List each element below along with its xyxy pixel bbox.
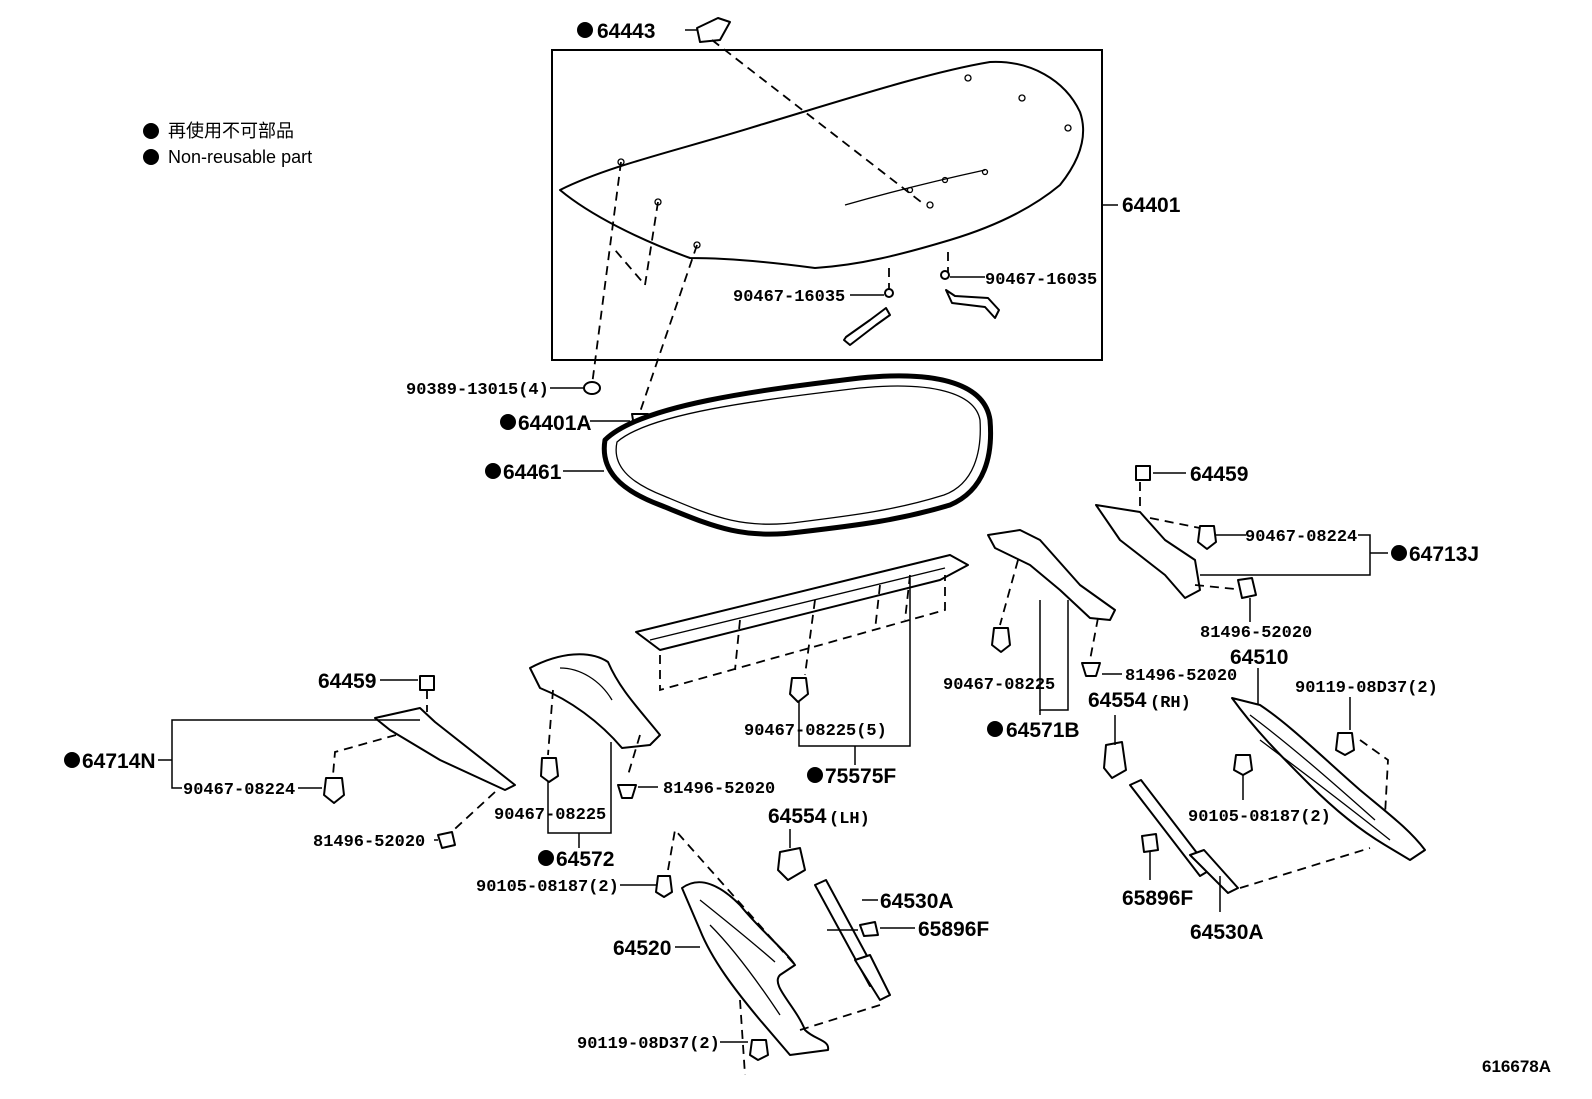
label-90467-16035-a: 90467-16035 [733,288,845,307]
non-reusable-dot-icon [500,414,516,430]
label-90119-08D37-rh: 90119-08D37(2) [1295,679,1438,698]
label-81496-52020-lh: 81496-52020 [313,833,425,852]
label-81496-52020-rh: 81496-52020 [1200,624,1312,643]
trunk-lid-panel [559,60,1084,269]
label-64554-rh: 64554 [1088,689,1147,712]
bracket-64572 [529,653,661,799]
emblem-part-64443 [696,17,731,43]
label-65896F-rh: 65896F [1122,887,1193,910]
label-81496-52020-center: 81496-52020 [663,780,775,799]
label-90389-13015: 90389-13015(4) [406,381,549,400]
label-64572: 64572 [556,848,614,871]
hinge-arm-left [843,268,894,346]
non-reusable-dot-icon [807,767,823,783]
label-64554-rh-suffix: (RH) [1150,694,1191,713]
label-90467-08225-lh: 90467-08225 [494,806,606,825]
weatherstrip-64461 [601,373,994,537]
hinge-64510 [1231,697,1426,889]
label-81496-52020-mid: 81496-52020 [1125,667,1237,686]
label-64554-lh: 64554 [768,805,827,828]
label-64571B: 64571B [1006,719,1080,742]
non-reusable-dot-icon [987,721,1003,737]
label-90105-08187-lh: 90105-08187(2) [476,878,619,897]
leader-lines [158,29,1388,1043]
legend-japanese: 再使用不可部品 [168,121,294,141]
label-64554-lh-suffix: (LH) [829,810,870,829]
panel-64714N [323,675,516,849]
strut-64530A-rh [1103,741,1239,894]
rail-75575F [635,554,969,703]
non-reusable-dot-icon [143,149,159,165]
non-reusable-dot-icon [64,752,80,768]
label-64401: 64401 [1122,194,1181,217]
non-reusable-dot-icon [577,22,593,38]
hinge-64520 [655,828,881,1076]
label-64714N: 64714N [82,750,156,773]
diagram-reference-number: 616678A [1482,1057,1551,1076]
non-reusable-dot-icon [1391,545,1407,561]
panel-64713J [1095,465,1257,599]
label-90467-16035-b: 90467-16035 [985,271,1097,290]
label-90467-08225-5: 90467-08225(5) [744,722,887,741]
label-64459-rh: 64459 [1190,463,1248,486]
label-65896F-lh: 65896F [918,918,989,941]
label-64401A: 64401A [518,412,592,435]
label-75575F: 75575F [825,765,896,788]
legend-english: Non-reusable part [168,147,312,167]
non-reusable-dot-icon [485,463,501,479]
label-90105-08187-rh: 90105-08187(2) [1188,808,1331,827]
label-90467-08225-mid: 90467-08225 [943,676,1055,695]
bracket-64571B [987,529,1116,677]
label-90467-08224-rh: 90467-08224 [1245,528,1357,547]
label-64713J: 64713J [1409,543,1479,566]
label-64530A-lh: 64530A [880,890,954,913]
label-90467-08224-lh: 90467-08224 [183,781,295,800]
label-64443: 64443 [597,20,655,43]
label-64510: 64510 [1230,646,1288,669]
strut-64530A-lh [777,847,891,1001]
hinge-arm-right [940,252,1000,319]
label-64459-lh: 64459 [318,670,376,693]
non-reusable-dot-icon [143,123,159,139]
label-90119-08D37-lh: 90119-08D37(2) [577,1035,720,1054]
legend: 再使用不可部品 Non-reusable part [143,121,312,167]
label-64530A-rh: 64530A [1190,921,1264,944]
label-64461: 64461 [503,461,562,484]
non-reusable-dot-icon [538,850,554,866]
label-64520: 64520 [613,937,671,960]
cushion-90389-13015 [583,381,601,395]
